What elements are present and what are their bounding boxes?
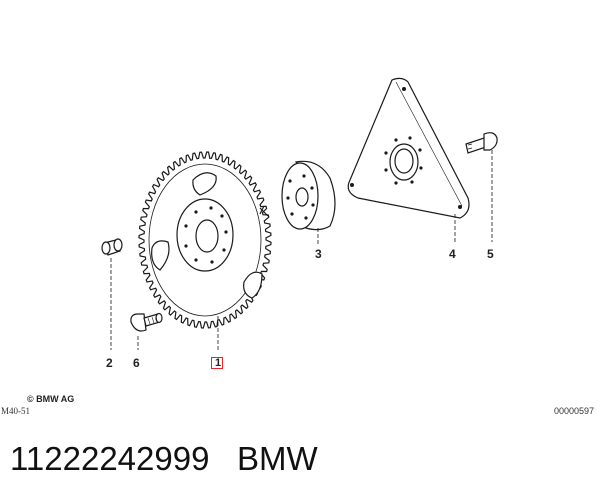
- gear-part-1: [138, 151, 272, 329]
- gear-rim: [148, 163, 262, 317]
- callout-6: 6: [133, 356, 140, 370]
- leader-lines: [110, 150, 493, 352]
- bolt-part-5: [465, 132, 498, 154]
- brand-name: BMW: [236, 440, 318, 477]
- callout-3: 3: [315, 247, 322, 261]
- callout-1-highlight[interactable]: 1: [211, 357, 223, 369]
- gear-bolt-holes: [184, 206, 228, 264]
- gear-window-left: [151, 240, 170, 271]
- spacer-part-3: [281, 160, 336, 231]
- sleeve-part-2: [101, 238, 123, 256]
- gear-hub-inner: [195, 219, 219, 253]
- footer-caption: 11222242999 BMW: [10, 440, 318, 478]
- callout-5: 5: [487, 247, 494, 261]
- gear-window-top: [192, 172, 217, 196]
- plate-part-4: [347, 77, 470, 219]
- callout-1: 1: [215, 357, 222, 369]
- gear-tooth-mark: [259, 205, 269, 217]
- copyright-text: © BMW AG: [27, 394, 75, 404]
- bolt-part-6: [130, 312, 163, 332]
- parts-diagram: [101, 77, 498, 352]
- callout-4: 4: [449, 247, 456, 261]
- part-number: 11222242999: [10, 440, 210, 477]
- drawing-code: M40-51: [1, 406, 30, 416]
- image-number: 00000597: [554, 406, 595, 416]
- gear-window-right: [243, 271, 263, 299]
- callout-2: 2: [106, 356, 113, 370]
